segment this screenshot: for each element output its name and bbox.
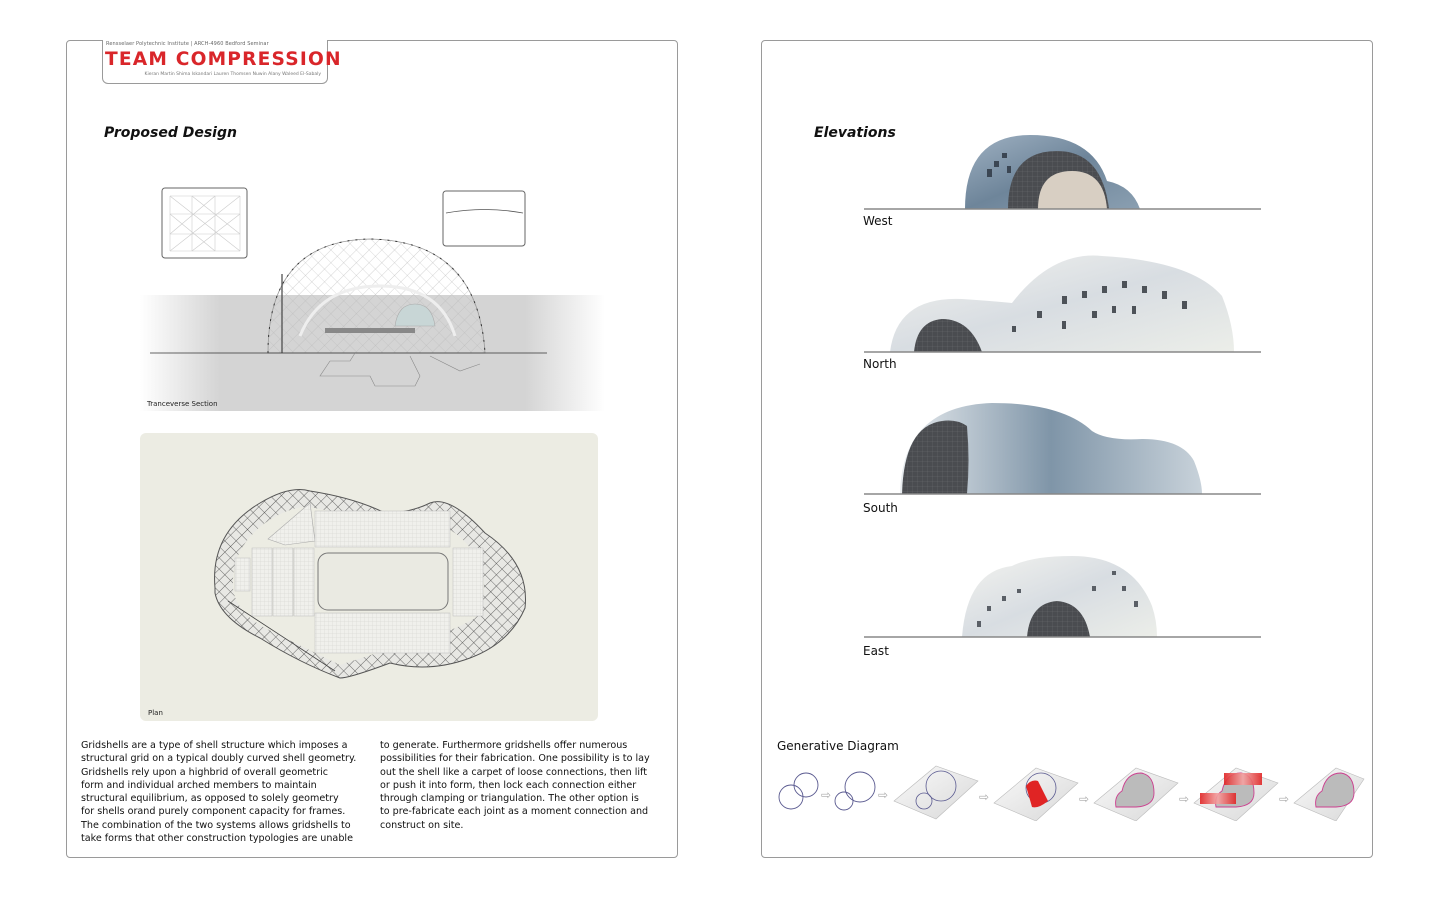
- elevation-label-west: West: [863, 214, 893, 228]
- elevation-label-east: East: [863, 644, 889, 658]
- svg-text:⇨: ⇨: [979, 790, 989, 804]
- svg-text:⇨: ⇨: [1179, 792, 1189, 806]
- section-title-proposed-design: Proposed Design: [104, 125, 237, 141]
- transverse-section-figure: [140, 186, 605, 411]
- left-page: Rensselaer Polytechnic Institute | ARCH-…: [66, 40, 678, 858]
- title-block: Rensselaer Polytechnic Institute | ARCH-…: [102, 40, 341, 84]
- institution-line: Rensselaer Polytechnic Institute | ARCH-…: [106, 41, 269, 47]
- svg-text:⇨: ⇨: [821, 788, 831, 802]
- plan-figure: Plan: [140, 433, 598, 721]
- svg-text:⇨: ⇨: [1279, 792, 1289, 806]
- plan-drawing: [214, 489, 526, 679]
- body-text-column-1: Gridshells are a type of shell structure…: [81, 740, 357, 845]
- elevation-label-north: North: [863, 357, 897, 371]
- elevation-label-south: South: [863, 501, 898, 515]
- figure-caption-plan: Plan: [148, 709, 163, 717]
- right-page: Elevations: [761, 40, 1373, 858]
- svg-text:⇨: ⇨: [878, 788, 888, 802]
- generative-diagram-title: Generative Diagram: [777, 739, 899, 753]
- transverse-section-drawing: [140, 187, 605, 411]
- team-title: TEAM COMPRESSION: [105, 48, 342, 70]
- section-title-elevations: Elevations: [814, 125, 896, 141]
- figure-caption-section: Tranceverse Section: [147, 400, 218, 408]
- body-text-column-2: to generate. Furthermore gridshells offe…: [380, 740, 650, 831]
- svg-text:⇨: ⇨: [1079, 792, 1089, 806]
- team-members: Kieran Martin Shima Iskandari Lauren Tho…: [144, 72, 322, 77]
- elevations-drawings: [864, 135, 1261, 638]
- generative-diagram: ⇨ ⇨ ⇨ ⇨ ⇨ ⇨: [778, 765, 1365, 821]
